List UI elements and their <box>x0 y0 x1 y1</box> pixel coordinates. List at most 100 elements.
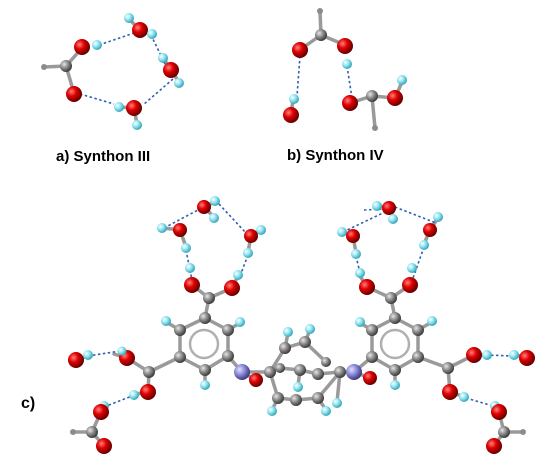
carbon-atom <box>312 392 324 404</box>
hydrogen-atom <box>83 350 93 360</box>
oxygen-atom <box>519 350 535 366</box>
hydrogen-atom <box>147 29 157 39</box>
carbon-atom <box>412 324 424 336</box>
carbon-atom <box>60 60 72 72</box>
synthon-iii-structure <box>41 13 184 130</box>
hydrogen-atom <box>114 102 124 112</box>
hydrogen-atom <box>210 196 220 206</box>
hydrogen-atom <box>305 324 315 334</box>
hydrogen-atom <box>233 270 243 280</box>
oxygen-atom <box>140 384 156 400</box>
hydrogen-atom <box>293 382 303 392</box>
hydrogen-atom <box>372 201 382 211</box>
oxygen-atom <box>486 438 502 454</box>
carbon-atom <box>294 364 306 376</box>
carbon-atom <box>334 366 346 378</box>
carbon-atom <box>498 426 510 438</box>
hydrogen-atom <box>427 316 437 326</box>
hydrogen-atom <box>157 223 167 233</box>
carbon-atom <box>389 312 401 324</box>
hydrogen-atom <box>459 392 469 402</box>
oxygen-atom <box>402 277 418 293</box>
carbon-atom <box>299 336 311 348</box>
hydrogen-atom <box>200 380 210 390</box>
hydrogen-atom <box>289 94 299 104</box>
hydrogen-atom <box>332 398 342 408</box>
hydrogen-atom <box>235 317 245 327</box>
carbon-atom <box>199 364 211 376</box>
hydrogen-atom <box>388 214 398 224</box>
carbon-atom <box>174 351 186 363</box>
oxygen-atom <box>173 223 187 237</box>
oxygen-atom <box>184 277 200 293</box>
atoms <box>68 196 535 454</box>
carbon-atom <box>70 429 76 435</box>
oxygen-atom <box>163 62 179 78</box>
carbon-atom <box>222 324 234 336</box>
carbon-atom <box>385 292 397 304</box>
carbon-atom <box>272 392 284 404</box>
hydrogen-atom <box>482 350 492 360</box>
hydrogen-atom <box>419 240 429 250</box>
carbon-atom <box>279 342 291 354</box>
panel-label-b: b) Synthon IV <box>287 147 384 164</box>
oxygen-atom <box>93 404 109 420</box>
carbon-atom <box>442 362 454 374</box>
hydrogen-atom <box>342 59 352 69</box>
carbon-atom <box>366 90 378 102</box>
nitrogen-atom <box>346 364 362 380</box>
hydrogen-atom <box>390 380 400 390</box>
oxygen-atom <box>283 107 299 123</box>
oxygen-atom <box>68 352 84 368</box>
hydrogen-atom <box>321 406 331 416</box>
oxygen-atom <box>387 90 403 106</box>
hydrogen-atom <box>433 212 443 222</box>
hydrogen-atom <box>158 53 168 63</box>
carbon-atom <box>366 324 378 336</box>
nitrogen-atom <box>234 364 250 380</box>
hydrogen-atom <box>351 249 361 259</box>
carbon-atom <box>389 364 401 376</box>
hydrogen-atom <box>355 317 365 327</box>
oxygen-atom <box>382 201 396 215</box>
hydrogen-atom <box>267 406 277 416</box>
oxygen-atom <box>197 200 211 214</box>
hydrogen-atom <box>397 75 407 85</box>
carbon-atom <box>174 324 186 336</box>
hydrogen-atom <box>129 390 139 400</box>
oxygen-atom <box>96 438 112 454</box>
hydrogen-atom <box>243 248 253 258</box>
hydrogen-atom <box>132 120 142 130</box>
oxygen-atom <box>337 38 353 54</box>
carbon-atom <box>86 426 98 438</box>
carbon-atom <box>312 368 324 380</box>
carbon-atom <box>366 351 378 363</box>
hydrogen-atom <box>161 316 171 326</box>
hydrogen-atom <box>209 213 219 223</box>
hydrogen-atom <box>283 327 293 337</box>
hydrogen-atom <box>117 346 127 356</box>
hydrogen-atom <box>185 263 195 273</box>
oxygen-atom <box>244 229 258 243</box>
synthon-iv-structure <box>283 8 407 131</box>
oxygen-atom <box>359 279 375 295</box>
panel-label-a: a) Synthon III <box>56 148 151 165</box>
oxygen-atom <box>132 22 148 38</box>
hydrogen-atom <box>124 13 134 23</box>
oxygen-atom <box>74 39 90 55</box>
oxygen-atom <box>363 371 377 385</box>
hydrogen-atom <box>256 225 266 235</box>
oxygen-atom <box>342 95 358 111</box>
oxygen-atom <box>346 229 360 243</box>
hydrogen-atom <box>407 263 417 273</box>
oxygen-atom <box>423 223 437 237</box>
carbon-atom <box>143 366 155 378</box>
hydrogen-atom <box>92 40 102 50</box>
hydrogen-atom <box>509 350 519 360</box>
carbon-atom <box>264 366 276 378</box>
carbon-atom <box>520 429 526 435</box>
hydrogen-atom <box>355 268 365 278</box>
carbon-atom <box>412 351 424 363</box>
oxygen-atom <box>224 280 240 296</box>
